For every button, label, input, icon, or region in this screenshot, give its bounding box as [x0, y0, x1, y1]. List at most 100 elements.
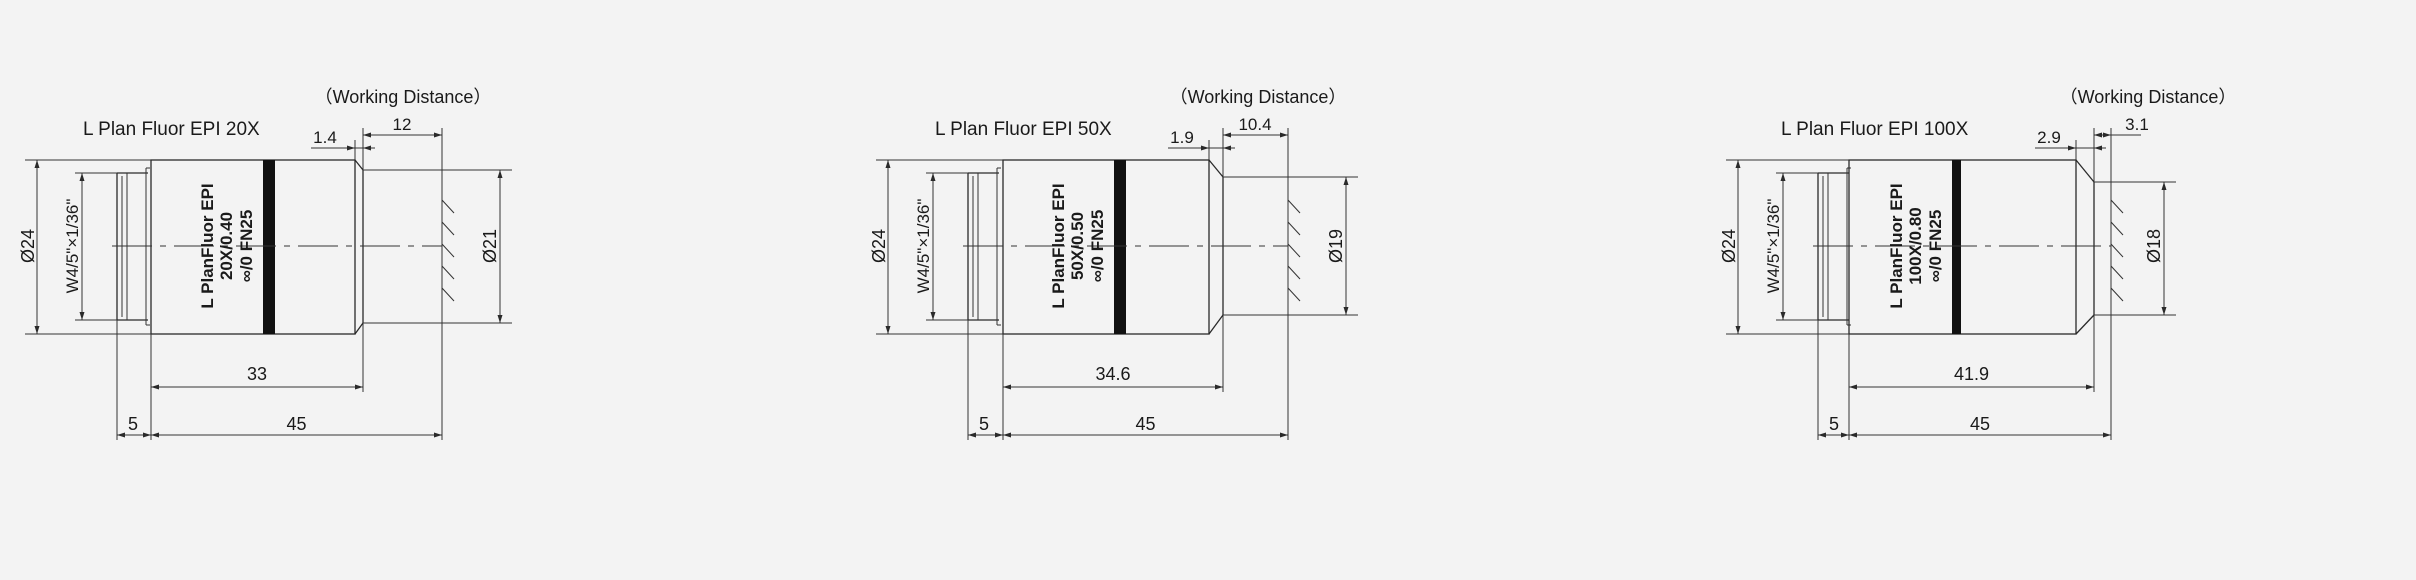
arrowhead: [434, 132, 442, 138]
outer-diameter-label: Ø24: [1719, 229, 1739, 263]
arrowhead: [1343, 177, 1349, 185]
color-band: [263, 160, 275, 334]
arrowhead: [1735, 160, 1741, 168]
arrowhead: [1735, 326, 1741, 334]
arrowhead: [143, 432, 151, 438]
parfocal-length-label: 45: [286, 414, 306, 434]
working-distance-label: （Working Distance）: [1170, 87, 1347, 107]
arrowhead: [1343, 307, 1349, 315]
body-engraving: ∞/0 FN25: [1926, 210, 1945, 283]
arrowhead: [34, 326, 40, 334]
arrowhead: [151, 384, 159, 390]
arrowhead: [34, 160, 40, 168]
arrowhead: [1780, 312, 1786, 320]
arrowhead: [968, 432, 976, 438]
body-engraving: L PlanFluor EPI: [1887, 183, 1906, 308]
body-length-label: 34.6: [1095, 364, 1130, 384]
working-distance-label: （Working Distance）: [2060, 87, 2237, 107]
specimen-hatch: [441, 199, 455, 214]
arrowhead: [2094, 145, 2102, 151]
arrowhead: [2086, 384, 2094, 390]
thread-label: W4/5"×1/36": [914, 199, 933, 294]
nose-taper: [2075, 159, 2095, 183]
nose-taper: [1208, 159, 1224, 178]
arrowhead: [1849, 432, 1857, 438]
nose-diameter-label: Ø18: [2144, 229, 2164, 263]
taper-length-label: 2.9: [2037, 128, 2061, 147]
specimen-hatch: [2110, 287, 2124, 302]
arrowhead: [1818, 432, 1826, 438]
parfocal-length-label: 45: [1135, 414, 1155, 434]
thread-length-label: 5: [979, 414, 989, 434]
arrowhead: [1780, 173, 1786, 181]
body-engraving: ∞/0 FN25: [1088, 210, 1107, 283]
body-length-label: 33: [247, 364, 267, 384]
diagram-title: L Plan Fluor EPI 20X: [83, 119, 260, 140]
specimen-hatch: [1287, 287, 1301, 302]
arrowhead: [1201, 145, 1209, 151]
specimen-hatch: [2110, 221, 2124, 236]
arrowhead: [2103, 432, 2111, 438]
thread-length-label: 5: [1829, 414, 1839, 434]
specimen-hatch: [441, 221, 455, 236]
objective-diagram: L Plan Fluor EPI 50X （Working Distance） L …: [869, 87, 1358, 440]
arrowhead: [497, 315, 503, 323]
arrowhead: [497, 170, 503, 178]
diagram-title: L Plan Fluor EPI 100X: [1781, 119, 1969, 140]
arrowhead: [1003, 432, 1011, 438]
working-distance-value: 10.4: [1238, 115, 1271, 134]
objective-body: [1848, 159, 2077, 335]
specimen-hatch: [1287, 243, 1301, 258]
nose-taper: [354, 159, 364, 171]
nose-taper: [354, 322, 364, 335]
nose-taper: [1208, 314, 1224, 335]
arrowhead: [2094, 132, 2102, 138]
arrowhead: [995, 432, 1003, 438]
body-engraving: 50X/0.50: [1068, 212, 1087, 280]
arrowhead: [2161, 307, 2167, 315]
arrowhead: [2103, 132, 2111, 138]
arrowhead: [1280, 432, 1288, 438]
arrowhead: [1223, 145, 1231, 151]
thread-label: W4/5"×1/36": [1764, 199, 1783, 294]
arrowhead: [2068, 145, 2076, 151]
arrowhead: [1280, 132, 1288, 138]
body-engraving: L PlanFluor EPI: [198, 183, 217, 308]
body-engraving: ∞/0 FN25: [237, 210, 256, 283]
working-distance-label: （Working Distance）: [315, 87, 492, 107]
outer-diameter-label: Ø24: [869, 229, 889, 263]
arrowhead: [347, 145, 355, 151]
arrowhead: [1841, 432, 1849, 438]
arrowhead: [79, 312, 85, 320]
nose-taper: [2075, 314, 2095, 335]
diagram-title: L Plan Fluor EPI 50X: [935, 119, 1112, 140]
arrowhead: [117, 432, 125, 438]
arrowhead: [1215, 384, 1223, 390]
taper-length-label: 1.4: [313, 128, 337, 147]
nose-diameter-label: Ø19: [1326, 229, 1346, 263]
taper-length-label: 1.9: [1170, 128, 1194, 147]
arrowhead: [151, 432, 159, 438]
objective-body: [1002, 159, 1210, 335]
arrowhead: [79, 173, 85, 181]
arrowhead: [363, 132, 371, 138]
working-distance-value: 12: [393, 115, 412, 134]
specimen-hatch: [1287, 221, 1301, 236]
specimen-hatch: [2110, 265, 2124, 280]
body-engraving: 100X/0.80: [1906, 207, 1925, 285]
working-distance-value: 3.1: [2125, 115, 2149, 134]
arrowhead: [363, 145, 371, 151]
outer-diameter-label: Ø24: [18, 229, 38, 263]
body-engraving: 20X/0.40: [217, 212, 236, 280]
arrowhead: [930, 312, 936, 320]
arrowhead: [1003, 384, 1011, 390]
body-engraving: L PlanFluor EPI: [1049, 183, 1068, 308]
specimen-hatch: [1287, 199, 1301, 214]
specimen-hatch: [1287, 265, 1301, 280]
thread-length-label: 5: [128, 414, 138, 434]
nose-diameter-label: Ø21: [480, 229, 500, 263]
specimen-hatch: [441, 243, 455, 258]
arrowhead: [1849, 384, 1857, 390]
